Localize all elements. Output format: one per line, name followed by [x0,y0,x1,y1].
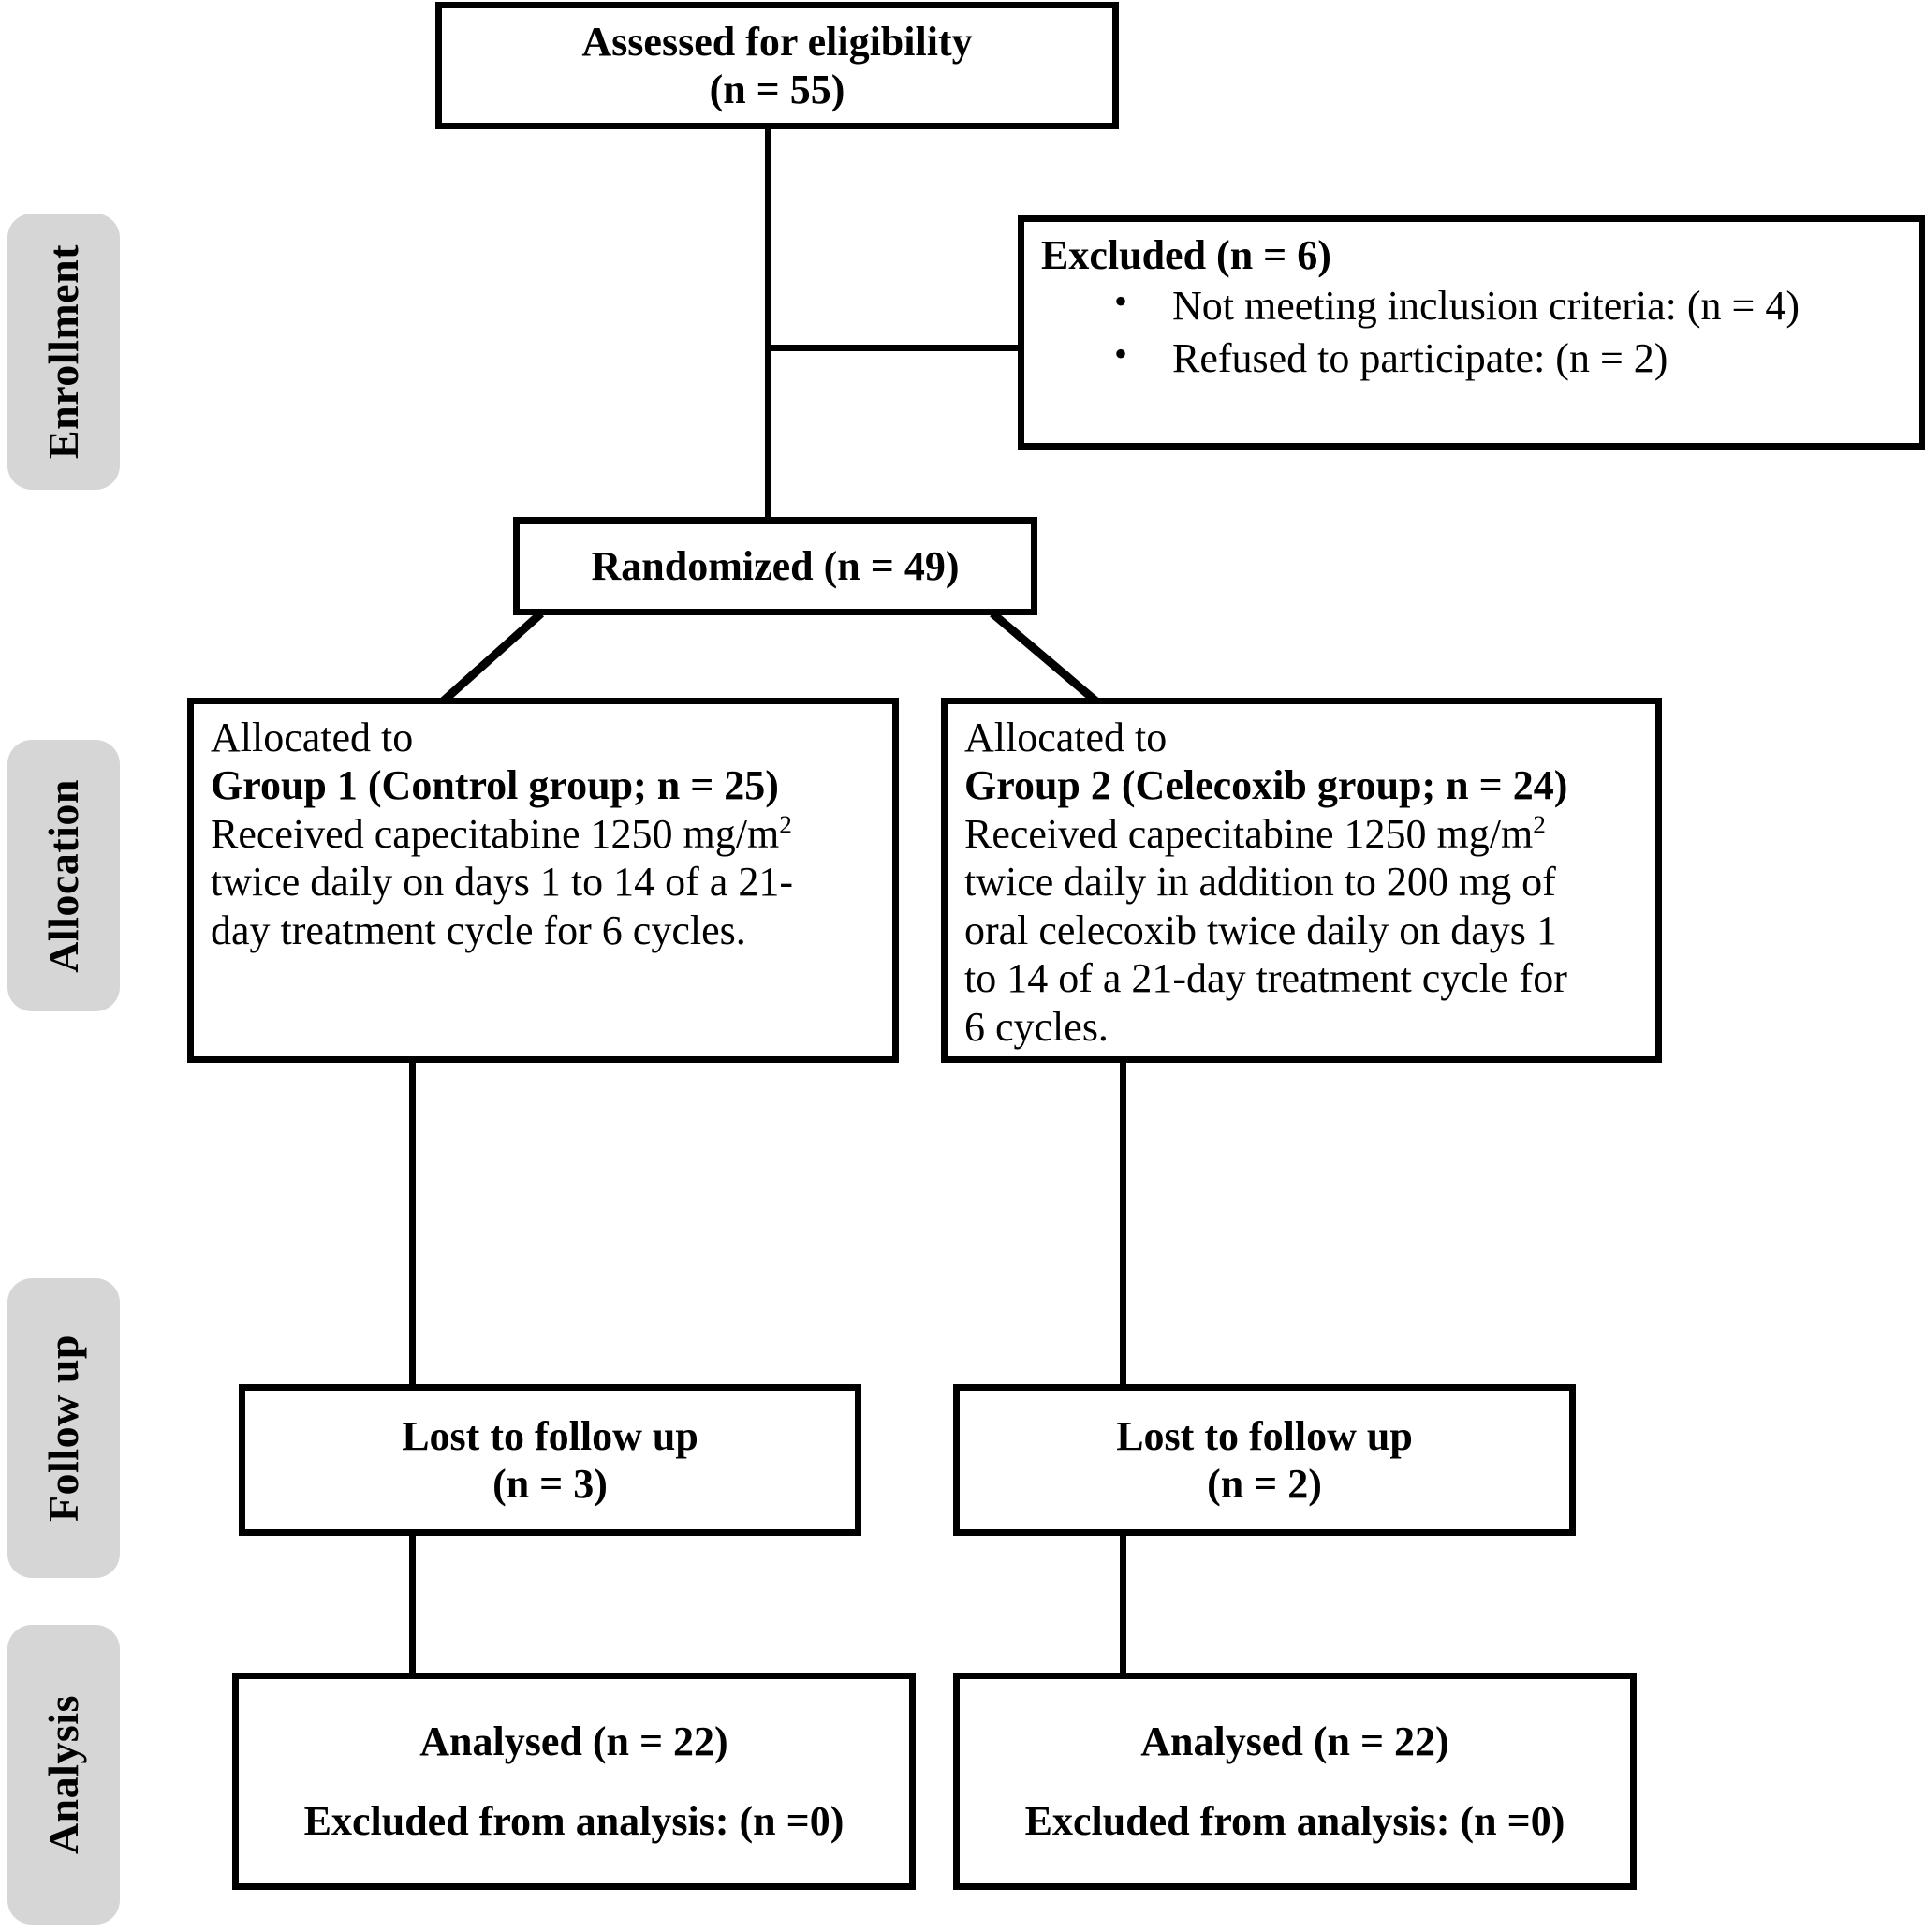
box-allocation-group2: Allocated to Group 2 (Celecoxib group; n… [941,698,1662,1063]
box-assessed-for-eligibility: Assessed for eligibility (n = 55) [435,2,1119,129]
allocation-right-group: Group 2 (Celecoxib group; n = 24) [964,762,1568,809]
allocation-right-line1: Allocated to [964,715,1168,760]
excluded-reason-list: Not meeting inclusion criteria: (n = 4) … [1041,279,1903,384]
followup-left-count: (n = 3) [492,1461,608,1507]
box-analysis-group1: Analysed (n = 22) Excluded from analysis… [232,1673,916,1890]
allocation-right-regimen-sup: 2 [1533,810,1546,839]
list-item: Not meeting inclusion criteria: (n = 4) [1114,279,1903,332]
connector-trunk-to-excluded [765,345,1018,351]
stage-tab-followup-label: Follow up [39,1334,87,1523]
box-analysis-group2: Analysed (n = 22) Excluded from analysis… [953,1673,1637,1890]
list-item: Refused to participate: (n = 2) [1114,332,1903,384]
connector-assessed-to-randomized [765,127,771,519]
randomized-label: Randomized (n = 49) [591,542,960,589]
analysis-left-excluded: Excluded from analysis: (n =0) [303,1798,845,1844]
analysis-left-spacer [256,1765,892,1797]
box-randomized: Randomized (n = 49) [513,517,1037,615]
allocation-right-regimen-pre: Received capecitabine 1250 mg/m [964,810,1534,857]
box-allocation-group1: Allocated to Group 1 (Control group; n =… [187,698,899,1063]
box-excluded: Excluded (n = 6) Not meeting inclusion c… [1018,215,1925,450]
assessed-title: Assessed for eligibility [581,18,973,65]
allocation-left-regimen-sup: 2 [779,810,792,839]
stage-tab-analysis: Analysis [7,1625,120,1925]
stage-tab-analysis-label: Analysis [39,1694,87,1855]
analysis-left-analysed: Analysed (n = 22) [419,1718,728,1764]
excluded-heading: Excluded (n = 6) [1041,232,1331,278]
stage-tab-enrollment-label: Enrollment [39,243,87,460]
allocation-left-regimen-post: twice daily on days 1 to 14 of a 21- day… [211,859,793,953]
followup-right-title: Lost to follow up [1116,1412,1413,1459]
stage-tab-allocation-label: Allocation [39,778,87,973]
allocation-left-line1: Allocated to [211,715,414,760]
followup-left-title: Lost to follow up [402,1412,698,1459]
analysis-right-analysed: Analysed (n = 22) [1140,1718,1449,1764]
followup-right-count: (n = 2) [1207,1461,1322,1507]
connector-followup-left-to-analysis-left [409,1498,416,1676]
stage-tab-enrollment: Enrollment [7,214,120,490]
allocation-right-regimen: Received capecitabine 1250 mg/m2 twice d… [964,810,1638,1051]
allocation-right-regimen-post: twice daily in addition to 200 mg of ora… [964,859,1567,1050]
stage-tab-followup: Follow up [7,1278,120,1578]
box-followup-group1: Lost to follow up (n = 3) [239,1384,861,1536]
stage-tab-allocation: Allocation [7,740,120,1011]
analysis-right-spacer [977,1765,1613,1797]
allocation-left-group: Group 1 (Control group; n = 25) [211,762,779,809]
allocation-left-regimen-pre: Received capecitabine 1250 mg/m [211,810,780,857]
allocation-left-regimen: Received capecitabine 1250 mg/m2 twice d… [211,810,875,954]
assessed-count: (n = 55) [709,66,845,112]
box-followup-group2: Lost to follow up (n = 2) [953,1384,1576,1536]
analysis-right-excluded: Excluded from analysis: (n =0) [1024,1798,1565,1844]
connector-allocation-right-to-followup-right [1120,965,1126,1386]
connector-followup-right-to-analysis-right [1120,1498,1126,1676]
connector-allocation-left-to-followup-left [409,965,416,1386]
